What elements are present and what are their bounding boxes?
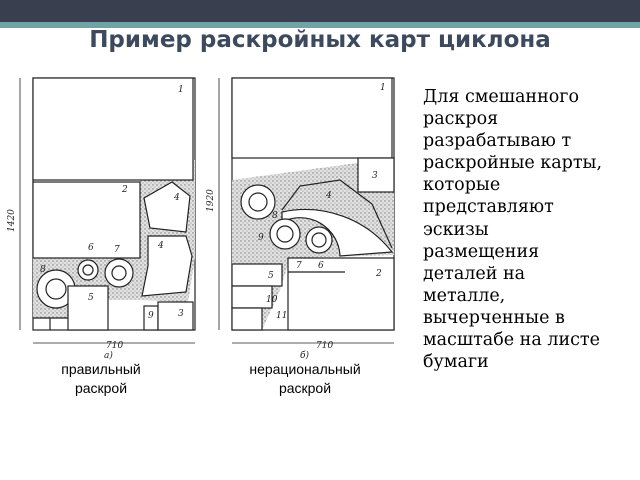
part-2-left	[32, 181, 141, 259]
circle-part-9-inner-right	[311, 232, 327, 248]
circle-part-7-inner-left	[111, 265, 127, 281]
part-4-sector-edge-right	[281, 179, 393, 249]
height-label-right: 1920	[206, 189, 216, 212]
right-map-labels: 1 2 3 4 5 6 7 8 9 10 11 1920 710 б)	[206, 83, 386, 361]
subfig-label-right: б)	[300, 350, 309, 361]
cutting-map-irrational	[218, 77, 395, 344]
caption-irrational-cutting: нерациональный раскрой	[249, 361, 361, 396]
label-part-7-left: 7	[114, 245, 120, 255]
part-3-left	[157, 301, 194, 331]
part-2-right	[287, 257, 395, 331]
label-part-2-left: 2	[121, 185, 128, 195]
label-part-9-left: 9	[148, 311, 154, 321]
part-10-right	[231, 307, 263, 331]
part-5-left	[67, 285, 109, 331]
label-part-6-right: 6	[318, 261, 324, 271]
circle-part-large-inner-right	[248, 192, 268, 212]
label-part-11-right: 11	[276, 311, 287, 321]
label-part-7-right: 7	[296, 261, 302, 271]
label-part-10-right: 10	[266, 295, 278, 305]
label-part-4b-left: 4	[157, 241, 164, 251]
label-part-8-right: 8	[272, 211, 278, 221]
circle-part-8-inner-right	[276, 225, 294, 243]
slide-title: Пример раскройных карт циклона	[89, 27, 551, 53]
subfig-label-left: а)	[104, 350, 113, 361]
label-part-9-right: 9	[258, 233, 264, 243]
body-text: Для смешанного раскроя разрабатываю т ра…	[423, 87, 603, 373]
label-part-2-right: 2	[375, 269, 382, 279]
top-header-bar	[0, 0, 640, 22]
part-5-right	[231, 263, 283, 287]
label-part-6-left: 6	[88, 243, 94, 253]
part-1-right	[231, 77, 393, 159]
label-part-3-left: 3	[178, 309, 184, 319]
label-part-4-left: 4	[173, 193, 180, 203]
part-4-sector-right	[281, 208, 394, 257]
label-part-4-right: 4	[325, 191, 332, 201]
label-part-5-left: 5	[88, 293, 94, 303]
label-part-1-right: 1	[380, 83, 386, 93]
label-part-3-right: 3	[372, 171, 378, 181]
part-3-right	[357, 157, 395, 193]
part-1-left	[32, 77, 194, 181]
label-part-8-left: 8	[40, 265, 46, 275]
header-accent-stripe	[0, 22, 640, 28]
width-label-right: 710	[316, 341, 333, 351]
circle-part-large-inner-left	[45, 278, 67, 300]
circle-part-6-inner-left	[82, 264, 94, 276]
height-label-left: 1420	[7, 209, 17, 232]
width-label-left: 710	[106, 341, 123, 351]
part-4-segment-left	[143, 181, 191, 233]
left-map-labels: 1 2 3 4 4 5 6 7 8 9 1420 710 а)	[7, 85, 184, 361]
label-part-5-right: 5	[268, 271, 274, 281]
label-part-1-left: 1	[178, 85, 184, 95]
cutting-map-correct	[19, 77, 196, 344]
caption-correct-cutting: правильный раскрой	[61, 361, 141, 396]
part-4-segment-lower-left	[141, 235, 193, 297]
